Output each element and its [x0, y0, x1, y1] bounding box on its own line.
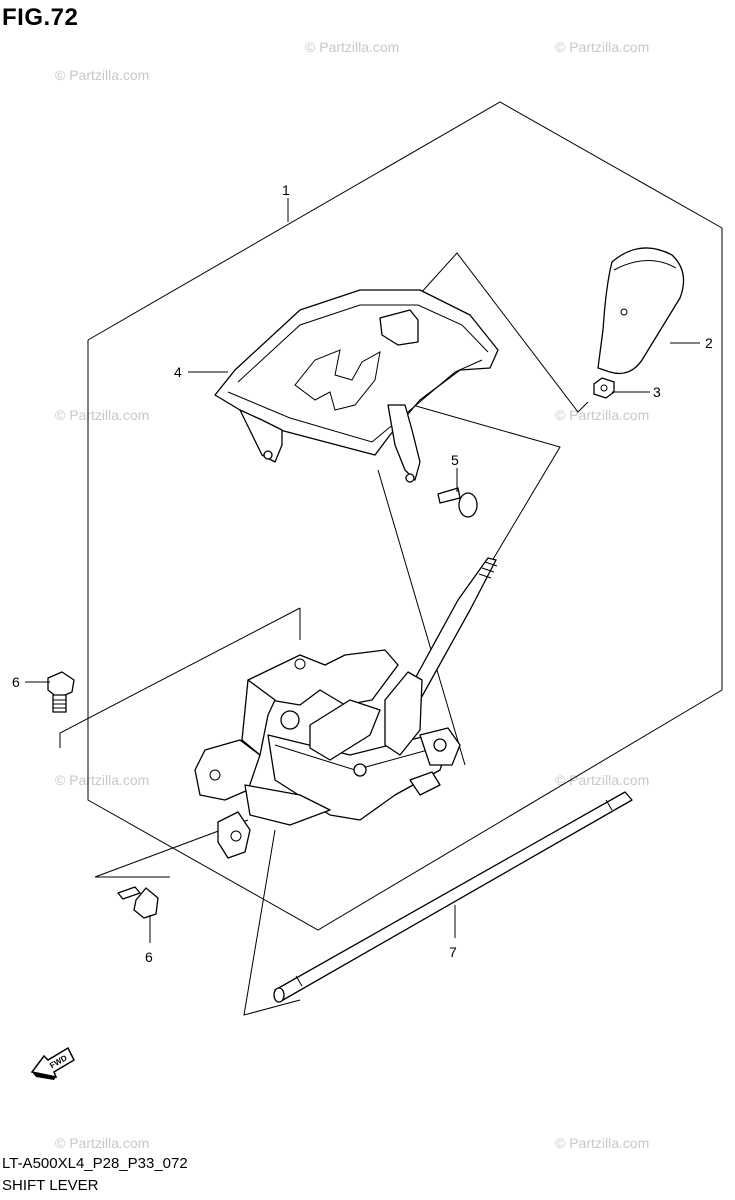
bolt-part-6-upper	[47, 671, 75, 713]
figure-title: FIG.72	[2, 4, 79, 31]
shift-knob	[597, 247, 685, 375]
watermark: © Partzilla.com	[55, 407, 149, 423]
assembly-outline	[87, 101, 723, 931]
knob-nut	[593, 377, 615, 399]
watermark: © Partzilla.com	[555, 1135, 649, 1151]
callout-3: 3	[653, 384, 661, 400]
callout-7: 7	[449, 944, 457, 960]
fwd-arrow-icon: FWD	[30, 1046, 75, 1080]
diagram-code: LT-A500XL4_P28_P33_072	[2, 1155, 188, 1172]
watermark: © Partzilla.com	[55, 1135, 149, 1151]
callout-1: 1	[282, 182, 290, 198]
watermark: © Partzilla.com	[305, 39, 399, 55]
rod-part-7	[273, 791, 633, 1003]
leader-lines	[25, 198, 700, 943]
callout-6-lower: 6	[145, 949, 153, 965]
watermark: © Partzilla.com	[555, 407, 649, 423]
watermark: © Partzilla.com	[555, 772, 649, 788]
callout-2: 2	[705, 335, 713, 351]
diagram-caption: SHIFT LEVER	[2, 1177, 99, 1194]
callout-6-upper: 6	[12, 674, 20, 690]
callout-5: 5	[451, 452, 459, 468]
shift-lever-assembly	[194, 649, 461, 859]
watermark: © Partzilla.com	[55, 67, 149, 83]
watermark: © Partzilla.com	[555, 39, 649, 55]
callout-labels: 1 2 3 4 5 6 6 7	[12, 182, 713, 965]
screw-part-5	[437, 487, 478, 518]
watermark: © Partzilla.com	[55, 772, 149, 788]
watermarks: © Partzilla.com © Partzilla.com © Partzi…	[55, 39, 649, 1151]
shift-gate-cover	[214, 289, 499, 483]
callout-4: 4	[174, 364, 182, 380]
bolt-part-6-lower	[117, 886, 159, 919]
